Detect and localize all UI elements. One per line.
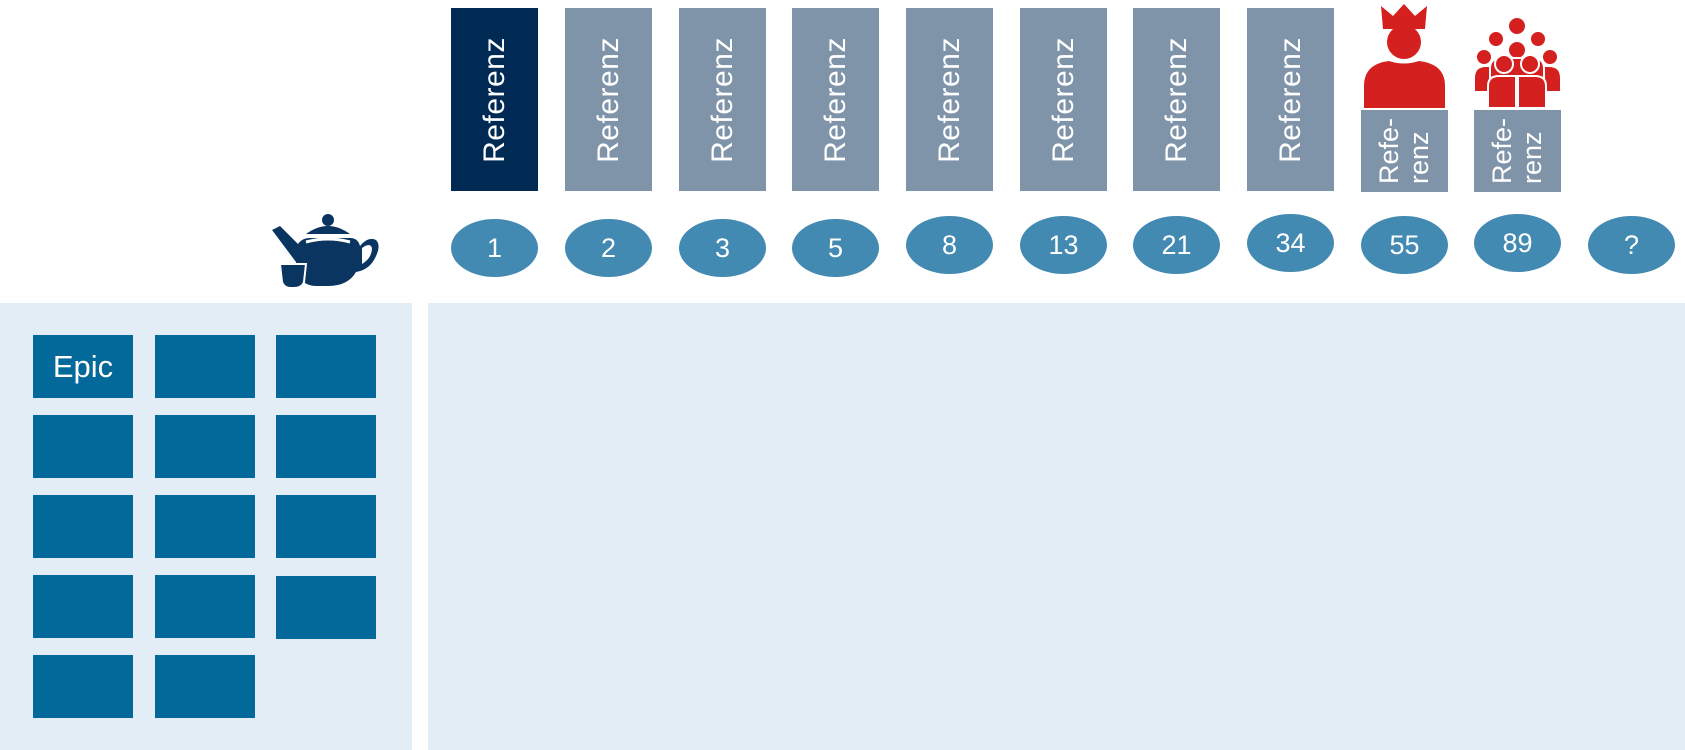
reference-card-1[interactable]: Referenz (451, 8, 538, 191)
estimate-89[interactable]: 89 (1474, 214, 1561, 272)
epic-card[interactable] (33, 655, 133, 718)
reference-label: Referenz (705, 36, 739, 163)
epic-card[interactable] (155, 415, 255, 478)
estimate-21[interactable]: 21 (1133, 216, 1220, 274)
epic-card[interactable] (155, 575, 255, 638)
reference-card-13[interactable]: Referenz (1020, 8, 1107, 191)
estimate-34[interactable]: 34 (1247, 214, 1334, 272)
reference-card-89[interactable]: Refe- renz (1474, 110, 1561, 192)
estimate-2[interactable]: 2 (565, 219, 652, 277)
epic-card[interactable] (276, 576, 376, 639)
epic-card[interactable] (33, 495, 133, 558)
reference-label: Referenz (1159, 36, 1193, 163)
epic-card[interactable] (276, 415, 376, 478)
reference-card-5[interactable]: Referenz (792, 8, 879, 191)
reference-label: Referenz (477, 36, 511, 163)
estimation-board[interactable] (428, 303, 1685, 750)
product-owner-crown-icon (1364, 4, 1445, 108)
estimate-1[interactable]: 1 (451, 219, 538, 277)
reference-label: Referenz (818, 36, 852, 163)
reference-label: Referenz (591, 36, 625, 163)
backlog-panel: Epic (0, 303, 412, 750)
reference-label: Refe- renz (1374, 117, 1435, 185)
epic-card[interactable] (276, 335, 376, 398)
teapot-icon (272, 214, 379, 289)
reference-label: Referenz (932, 36, 966, 163)
epic-card[interactable] (155, 655, 255, 718)
reference-card-55[interactable]: Refe- renz (1361, 110, 1448, 192)
reference-card-34[interactable]: Referenz (1247, 8, 1334, 191)
epic-card[interactable] (276, 495, 376, 558)
reference-card-2[interactable]: Referenz (565, 8, 652, 191)
reference-label: Referenz (1273, 36, 1307, 163)
reference-label: Referenz (1046, 36, 1080, 163)
epic-card[interactable]: Epic (33, 335, 133, 398)
epic-card[interactable] (33, 415, 133, 478)
estimate-unknown[interactable]: ? (1588, 216, 1675, 274)
reference-card-8[interactable]: Referenz (906, 8, 993, 191)
estimate-5[interactable]: 5 (792, 219, 879, 277)
estimate-55[interactable]: 55 (1361, 216, 1448, 274)
team-group-icon (1474, 16, 1561, 108)
reference-card-3[interactable]: Referenz (679, 8, 766, 191)
reference-label: Refe- renz (1487, 117, 1548, 185)
epic-card[interactable] (33, 575, 133, 638)
estimate-13[interactable]: 13 (1020, 216, 1107, 274)
estimate-8[interactable]: 8 (906, 216, 993, 274)
reference-card-21[interactable]: Referenz (1133, 8, 1220, 191)
epic-card[interactable] (155, 335, 255, 398)
estimate-3[interactable]: 3 (679, 219, 766, 277)
epic-card[interactable] (155, 495, 255, 558)
